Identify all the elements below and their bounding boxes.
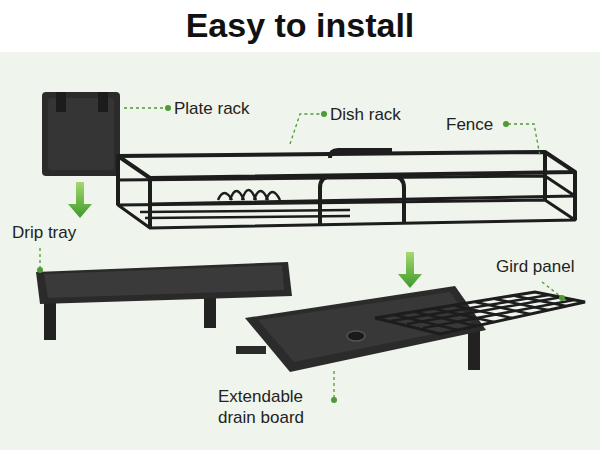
dish-rack-figure — [118, 150, 575, 228]
background-panel — [0, 52, 600, 450]
page-title: Easy to install — [0, 6, 600, 45]
part-label: Plate rack — [174, 98, 294, 119]
leader-dot — [37, 105, 565, 403]
install-arrow — [68, 182, 422, 288]
part-label: Dish rack — [330, 104, 440, 125]
grid-panel-figure — [375, 292, 585, 334]
plate-rack-figure — [42, 92, 120, 176]
part-label: Extendable drain board — [218, 386, 326, 429]
part-label: Fence — [446, 114, 506, 135]
part-label: Gird panel — [496, 256, 596, 277]
leader-line — [40, 108, 560, 398]
part-label: Drip tray — [12, 222, 122, 243]
